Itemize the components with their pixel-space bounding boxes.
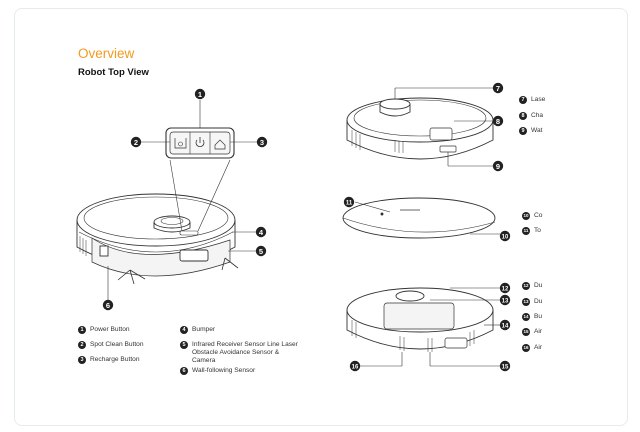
svg-text:3: 3 xyxy=(260,138,264,147)
callout-2: 2 xyxy=(130,136,142,148)
callout-14: 14 xyxy=(499,319,511,331)
legend-number: 4 xyxy=(180,326,188,334)
legend-item-power: 1 Power Button xyxy=(78,326,130,334)
svg-text:9: 9 xyxy=(496,162,500,171)
callout-15: 15 xyxy=(499,360,511,372)
legend-label: Recharge Button xyxy=(90,356,140,363)
svg-text:11: 11 xyxy=(346,201,353,207)
legend-label: Spot Clean Button xyxy=(90,341,144,348)
callout-8: 8 xyxy=(492,115,504,127)
svg-text:1: 1 xyxy=(198,90,202,99)
callout-7: 7 xyxy=(492,82,504,94)
legend-item-recharge: 3 Recharge Button xyxy=(78,356,140,364)
robot-top-view-illustration xyxy=(76,100,258,300)
legend-number: 5 xyxy=(180,341,188,349)
svg-text:10: 10 xyxy=(502,235,509,241)
svg-text:4: 4 xyxy=(259,228,264,237)
svg-text:15: 15 xyxy=(502,365,509,371)
svg-text:13: 13 xyxy=(502,299,509,305)
callout-3: 3 xyxy=(256,136,268,148)
svg-text:14: 14 xyxy=(502,324,509,330)
callout-1: 1 xyxy=(194,88,206,100)
callout-10: 10 xyxy=(499,230,511,242)
callout-6: 6 xyxy=(102,299,114,311)
power-icon xyxy=(195,137,205,148)
svg-text:16: 16 xyxy=(352,365,359,371)
legend-item-spot-clean: 2 Spot Clean Button xyxy=(78,341,144,349)
legend-label: Bumper xyxy=(192,326,216,333)
callout-11: 11 xyxy=(343,196,355,208)
callout-5: 5 xyxy=(255,245,267,257)
legend-number: 1 xyxy=(78,326,86,334)
section-subtitle: Robot Top View xyxy=(78,67,149,78)
svg-text:2: 2 xyxy=(134,138,138,147)
callout-13: 13 xyxy=(499,294,511,306)
legend-number: 6 xyxy=(180,367,188,375)
legend-number: 2 xyxy=(78,341,86,349)
svg-text:12: 12 xyxy=(502,287,509,293)
robot-side-view-illustration xyxy=(342,87,500,367)
legend-item-sensors: 5 Infrared Receiver Sensor Line Laser Obs… xyxy=(180,341,300,365)
legend-label: Infrared Receiver Sensor Line Laser Obst… xyxy=(192,341,298,364)
page-title: Overview xyxy=(78,46,135,61)
svg-text:8: 8 xyxy=(496,117,500,126)
legend-item-bumper: 4 Bumper xyxy=(180,326,215,334)
callout-4: 4 xyxy=(255,226,267,238)
legend-label: Power Button xyxy=(90,326,130,333)
legend-item-wall-sensor: 6 Wall-following Sensor xyxy=(180,367,255,375)
legend-number: 3 xyxy=(78,356,86,364)
svg-text:5: 5 xyxy=(259,247,263,256)
spot-clean-icon xyxy=(174,138,187,149)
callout-16: 16 xyxy=(349,360,361,372)
svg-text:6: 6 xyxy=(106,301,110,310)
legend-label: Wall-following Sensor xyxy=(192,367,256,374)
callout-12: 12 xyxy=(499,282,511,294)
home-icon xyxy=(214,139,226,150)
callout-9: 9 xyxy=(492,160,504,172)
svg-text:7: 7 xyxy=(496,84,500,93)
